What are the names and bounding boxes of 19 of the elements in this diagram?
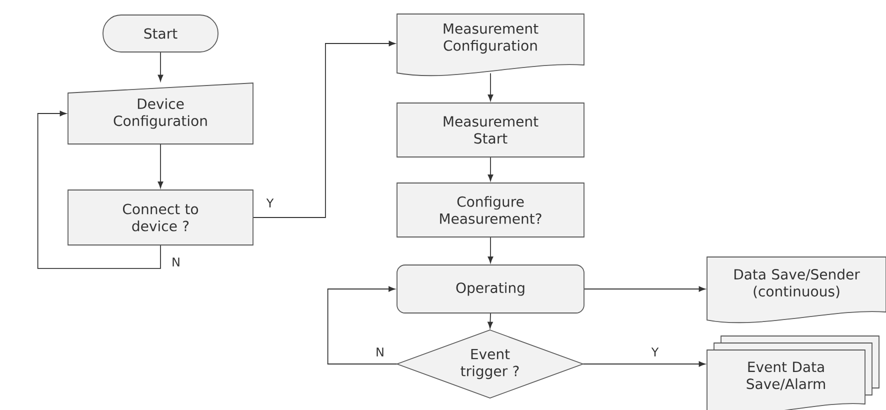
arrow: [584, 286, 706, 292]
arrow: [253, 40, 396, 218]
edge-label: Y: [266, 198, 274, 208]
arrow: [158, 144, 164, 188]
edge-label: Y: [651, 348, 659, 356]
process-box: Configure Measurement?: [396, 182, 584, 238]
process-box: Operating: [396, 264, 584, 314]
edge-label: N: [376, 348, 384, 356]
arrow: [488, 237, 494, 264]
arrow: [582, 361, 706, 367]
arrow: [327, 286, 398, 364]
arrow: [37, 110, 161, 269]
arrow: [488, 72, 494, 102]
edge-label: N: [172, 258, 180, 266]
arrow: [488, 313, 493, 328]
arrow: [158, 52, 164, 82]
process-box: Measurement Start: [396, 102, 584, 158]
arrow: [488, 157, 494, 182]
process-box: Connect to device ?: [68, 190, 254, 246]
